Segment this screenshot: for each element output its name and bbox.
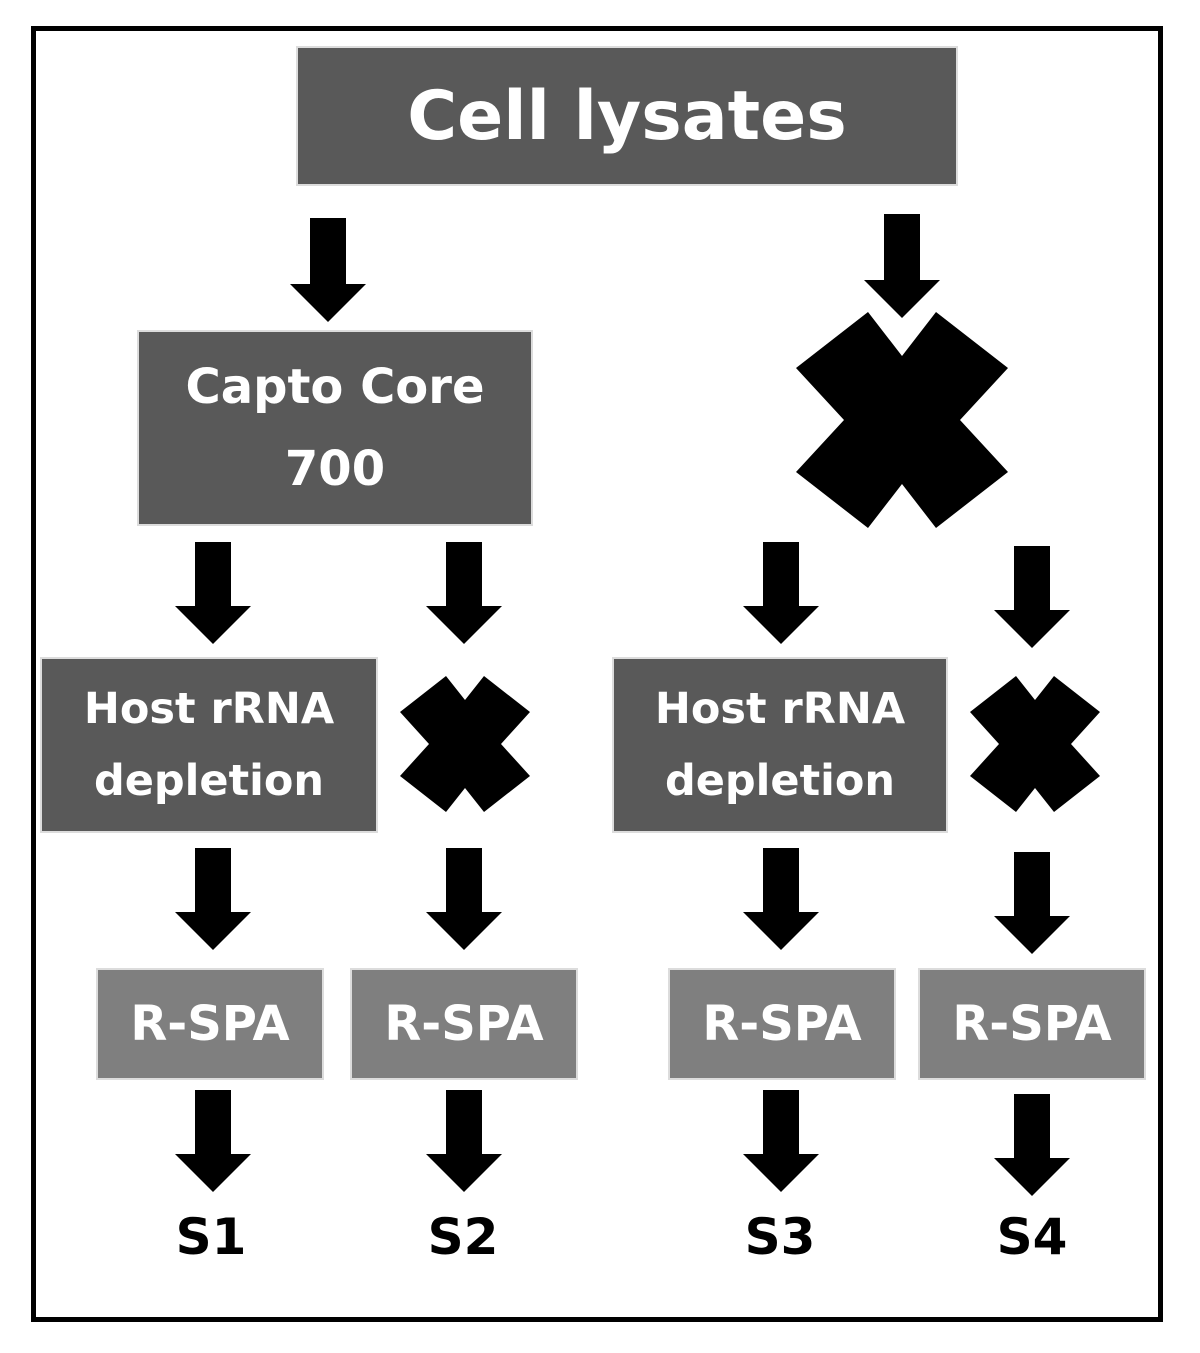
rspa-box-1: R-SPA <box>96 968 324 1080</box>
sample-label-s4: S4 <box>996 1208 1068 1266</box>
arrow-down-icon <box>426 542 502 644</box>
arrow-down-icon <box>864 214 940 318</box>
sample-label-s3: S3 <box>744 1208 816 1266</box>
rspa-box-3: R-SPA <box>668 968 896 1080</box>
arrow-down-icon <box>743 848 819 950</box>
cross-icon <box>796 312 1008 528</box>
host-rrna-right-line1: Host rRNA <box>654 684 906 734</box>
host-rrna-depletion-box-right: Host rRNA depletion <box>612 657 948 833</box>
arrow-down-icon <box>175 848 251 950</box>
cell-lysates-label: Cell lysates <box>407 76 847 156</box>
arrow-down-icon <box>994 852 1070 954</box>
arrow-down-icon <box>426 1090 502 1192</box>
rspa-label-4: R-SPA <box>952 996 1112 1052</box>
rspa-label-2: R-SPA <box>384 996 544 1052</box>
rspa-label-1: R-SPA <box>130 996 290 1052</box>
capto-core-line2: 700 <box>284 441 386 497</box>
arrow-down-icon <box>426 848 502 950</box>
capto-core-line1: Capto Core <box>185 359 485 415</box>
arrow-down-icon <box>994 1094 1070 1196</box>
arrow-down-icon <box>994 546 1070 648</box>
sample-label-s2: S2 <box>427 1208 499 1266</box>
cross-icon <box>400 676 530 812</box>
host-rrna-depletion-box-left: Host rRNA depletion <box>40 657 378 833</box>
host-rrna-left-line2: depletion <box>93 756 325 806</box>
cell-lysates-box: Cell lysates <box>296 46 958 186</box>
rspa-box-4: R-SPA <box>918 968 1146 1080</box>
cross-icon <box>970 676 1100 812</box>
rspa-label-3: R-SPA <box>702 996 862 1052</box>
host-rrna-left-line1: Host rRNA <box>83 684 335 734</box>
diagram-frame <box>31 26 1163 1322</box>
arrow-down-icon <box>743 1090 819 1192</box>
rspa-box-2: R-SPA <box>350 968 578 1080</box>
arrow-down-icon <box>175 542 251 644</box>
arrow-down-icon <box>743 542 819 644</box>
capto-core-box: Capto Core 700 <box>137 330 533 526</box>
arrow-down-icon <box>175 1090 251 1192</box>
sample-label-s1: S1 <box>175 1208 247 1266</box>
host-rrna-right-line2: depletion <box>664 756 896 806</box>
arrow-down-icon <box>290 218 366 322</box>
